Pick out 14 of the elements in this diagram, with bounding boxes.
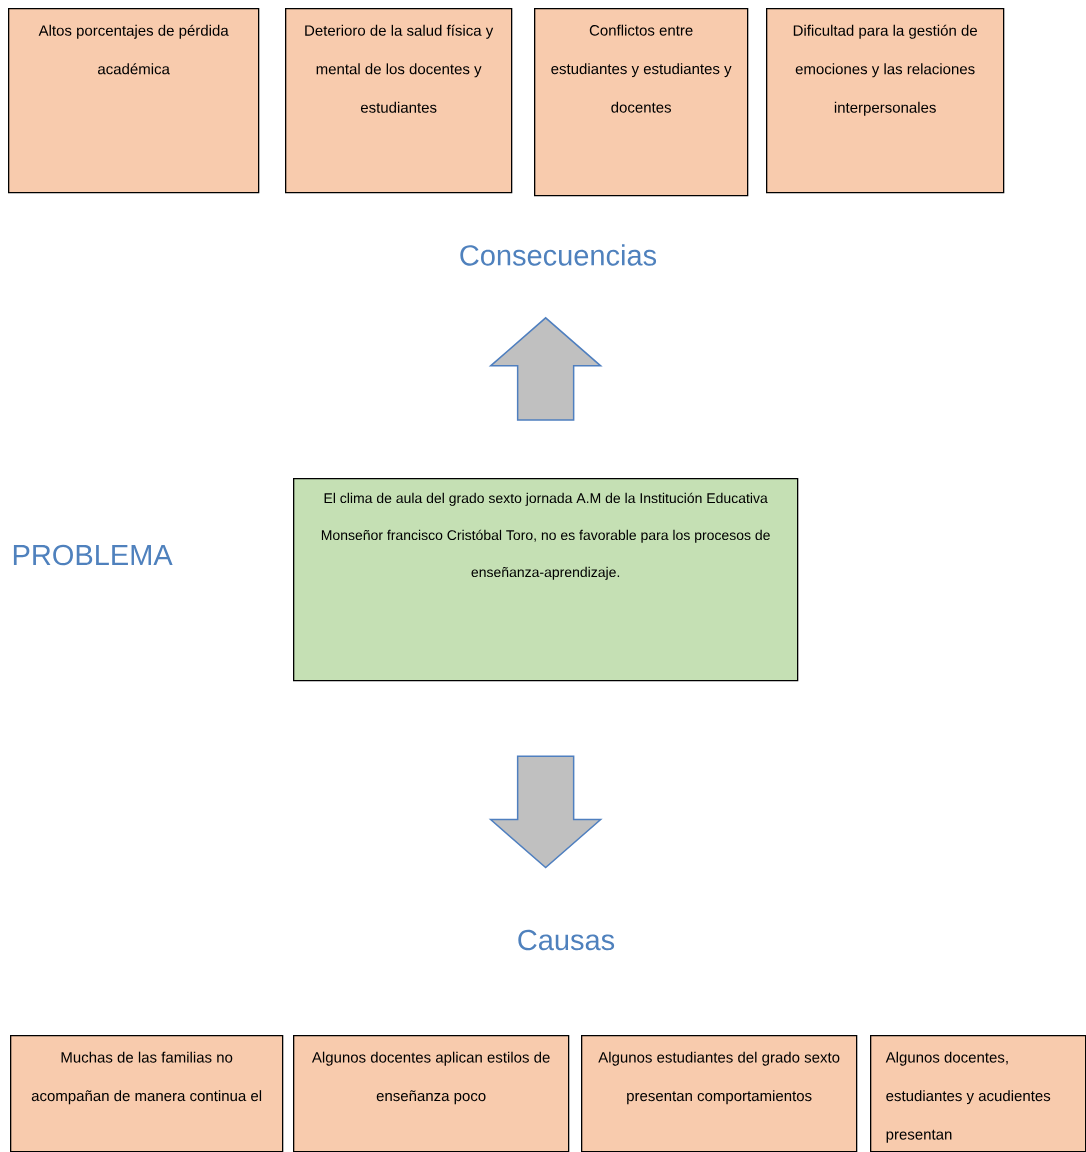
cause-box: Muchas de las familias no acompañan de manera continua el (10, 1035, 284, 1152)
cause-box: Algunos docentes, estudiantes y acudientes presentan (870, 1035, 1086, 1152)
consequence-box: Dificultad para la gestión de emociones y las relaciones interpersonales (766, 8, 1005, 194)
problem-box: El clima de aula del grado sexto jornada A.M de la Institución Educativa Monseñor francisco Cristóbal Toro, no es favorable para los procesos de enseñanza-aprendizaje. (293, 478, 799, 682)
cause-box: Algunos docentes aplican estilos de enseñanza poco (293, 1035, 570, 1152)
consequence-box: Deterioro de la salud física y mental de los docentes y estudiantes (285, 8, 513, 194)
consequence-box: Conflictos entre estudiantes y estudiantes y docentes (534, 8, 749, 197)
section-heading: Consecuencias (460, 244, 657, 266)
section-heading: PROBLEMA (13, 544, 173, 566)
block-arrow (488, 316, 603, 421)
section-heading: Causas (518, 929, 615, 951)
block-arrow (488, 755, 603, 869)
consequence-box: Altos porcentajes de pérdida académica (8, 8, 260, 194)
cause-box: Algunos estudiantes del grado sexto presentan comportamientos (581, 1035, 858, 1152)
